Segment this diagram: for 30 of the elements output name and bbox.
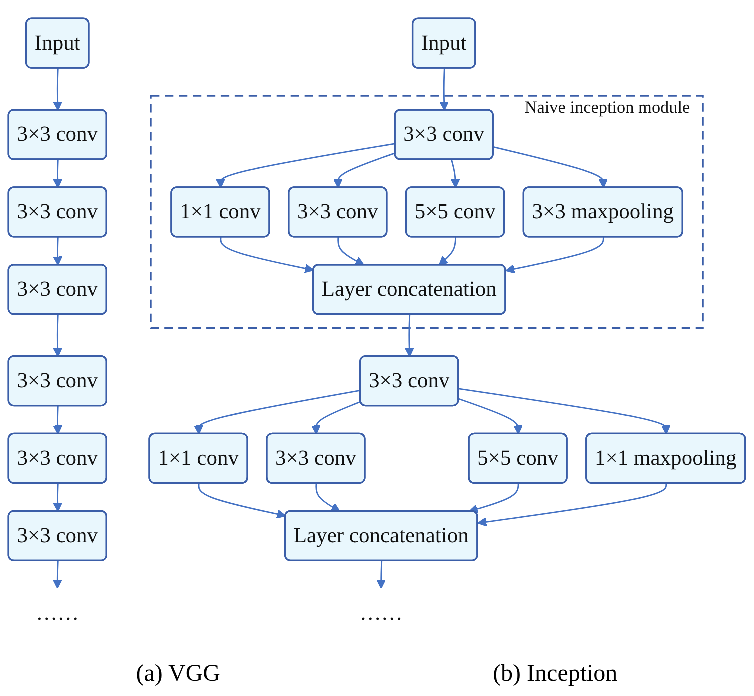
arrow <box>53 315 63 358</box>
arrow <box>450 160 460 189</box>
arrow <box>440 68 450 112</box>
arrow <box>311 401 362 435</box>
arrow <box>458 398 523 435</box>
arrow <box>493 146 608 189</box>
arrow <box>316 484 341 512</box>
arrow <box>404 315 414 358</box>
arrow <box>506 238 604 274</box>
arrow <box>53 160 63 189</box>
arrow <box>220 238 314 274</box>
arrow <box>194 390 362 435</box>
arrow <box>52 561 62 590</box>
arrow <box>338 238 365 266</box>
arrow <box>53 406 63 435</box>
panel-caption: (a) VGG <box>136 661 220 688</box>
arrow <box>376 561 386 590</box>
arrow <box>53 484 63 512</box>
arrow <box>438 238 457 266</box>
arrow <box>333 152 396 189</box>
arrow <box>478 484 668 528</box>
node-text: …… <box>360 602 403 626</box>
node-text: …… <box>36 602 80 626</box>
arrow <box>53 238 63 266</box>
arrow <box>216 143 396 189</box>
arrow <box>53 68 63 112</box>
arrow <box>198 484 286 520</box>
arrow <box>468 484 520 514</box>
panel-caption: (b) Inception <box>493 661 618 688</box>
arrow <box>458 388 671 435</box>
